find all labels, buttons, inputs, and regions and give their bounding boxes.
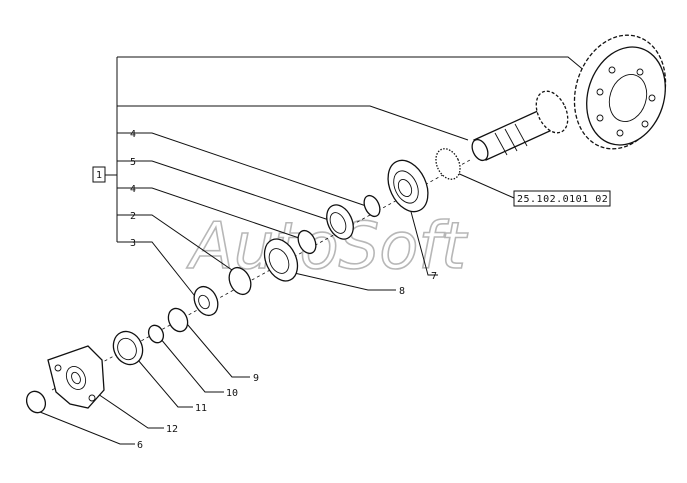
bracket-label-4-top: 4: [130, 129, 136, 140]
bearing-large: [387, 159, 429, 213]
seal: [112, 330, 144, 366]
bearing-roller: [263, 238, 299, 282]
dust-ring: [25, 390, 47, 414]
bearing-cup: [326, 204, 354, 240]
bracket-labels: 4 5 4 2 3: [130, 129, 136, 249]
callout-8: 8: [399, 286, 405, 297]
bracket-label-4-lower: 4: [130, 184, 136, 195]
snap-ring: [228, 266, 252, 296]
callout-6: 6: [137, 440, 143, 451]
group-label: 1: [96, 170, 102, 181]
callout-11: 11: [195, 403, 207, 414]
bracket-label-3: 3: [130, 238, 136, 249]
callout-12: 12: [166, 424, 178, 435]
shim-ring-lower: [297, 229, 317, 255]
o-ring: [147, 324, 165, 344]
bracket-label-5: 5: [130, 157, 136, 168]
callout-10: 10: [226, 388, 238, 399]
spacer-ring: [435, 148, 461, 180]
group-label-box: 1: [92, 166, 106, 183]
pinion-shaft: [471, 90, 569, 162]
callout-9: 9: [253, 373, 259, 384]
bracket-label-2: 2: [130, 211, 136, 222]
callout-7: 7: [431, 271, 437, 282]
callout-labels: 7 8 9 10 11 12 6: [137, 271, 437, 451]
reference-box: 25.102.0101 02: [513, 190, 611, 207]
flange-yoke: [47, 345, 105, 409]
washer: [167, 307, 189, 333]
shim-ring-upper: [363, 194, 381, 218]
nut: [193, 285, 219, 317]
ring-gear: [573, 34, 667, 150]
leader-lines: [39, 56, 599, 445]
reference-code: 25.102.0101 02: [517, 194, 608, 205]
